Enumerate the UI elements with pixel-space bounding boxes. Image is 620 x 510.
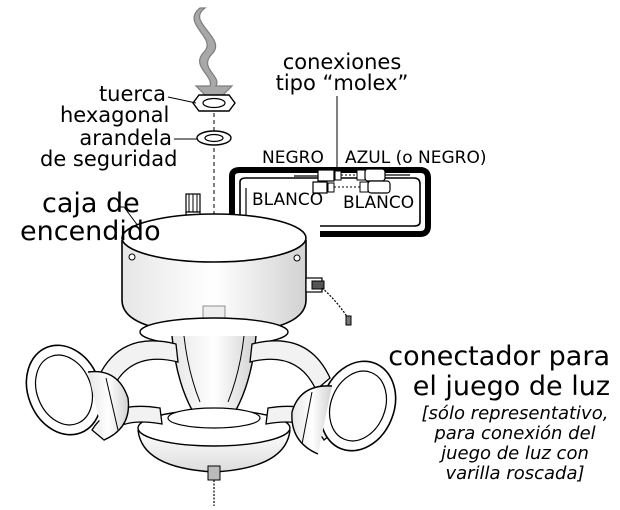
wire-loop [229,167,431,237]
hex-nut [192,94,236,112]
lock-washer [196,130,232,146]
label-conexiones: conexiones tipo “molex” [275,50,409,95]
molex-connectors [294,168,410,194]
label-tuerca: tuerca hexagonal [60,82,170,127]
light-kit-body [137,317,291,506]
insertion-arrow [193,7,234,105]
lamp-holder-left [25,344,130,441]
label-nota: [sólo representativo, para conexión del … [421,403,609,485]
label-caja: caja de encendido [20,188,161,248]
leader-tuerca [167,96,197,104]
label-negro: NEGRO [262,148,324,168]
label-azul: AZUL (o NEGRO) [345,148,487,168]
label-conector: conectador para el juego de luz [388,341,610,402]
label-blanco-left: BLANCO [252,190,324,210]
label-arandela: arandela de seguridad [40,126,178,171]
lamp-holder-right [291,360,397,455]
switch-housing [121,213,352,335]
label-blanco-right: BLANCO [343,193,415,213]
